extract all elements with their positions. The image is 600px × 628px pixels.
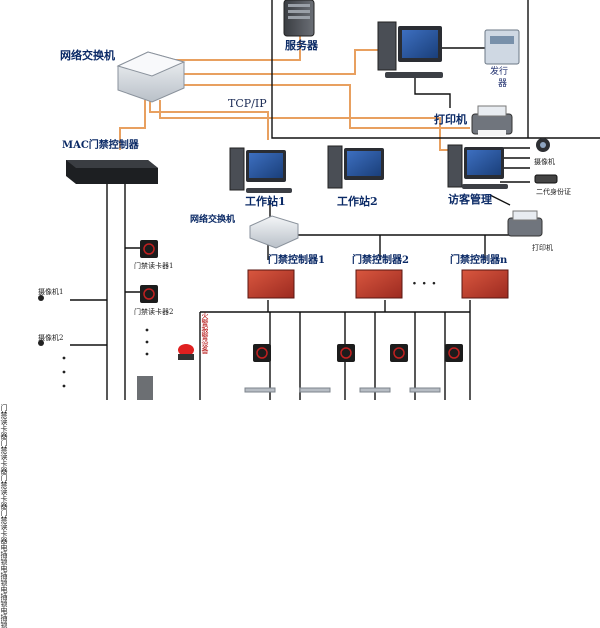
workstation2-pc bbox=[327, 145, 384, 189]
printer-right-device bbox=[507, 210, 543, 237]
controller-boards bbox=[247, 269, 509, 299]
link-pc-printer bbox=[414, 78, 451, 108]
issuer-label-a: 发行 bbox=[490, 67, 509, 77]
switch-top-label: 网络交换机 bbox=[60, 49, 115, 62]
door-ctrl-n-label: 门禁控制器n bbox=[450, 255, 508, 266]
link-switch-ws1 bbox=[149, 98, 269, 140]
lock-label-3: 电插锁 bbox=[0, 586, 8, 607]
top-pc bbox=[377, 21, 443, 78]
printer-top-device bbox=[471, 105, 513, 136]
id-reader-label: 二代身份证 bbox=[536, 188, 571, 196]
board-n bbox=[461, 269, 509, 299]
mac-controller-label: MAC门禁控制器 bbox=[62, 140, 139, 151]
controller-bus bbox=[267, 234, 520, 260]
fire-alarm-label: 火警报警设备 bbox=[201, 312, 209, 354]
reader-left-2 bbox=[140, 285, 158, 303]
link-switch-printer-top bbox=[168, 84, 470, 129]
ctrl-drops bbox=[267, 300, 471, 312]
workstation1-pc bbox=[229, 147, 292, 193]
camera-2-label: 摄像机2 bbox=[38, 334, 64, 342]
reader-label-3: 门禁读卡器 bbox=[0, 474, 8, 509]
ellipsis-dots: · · · bbox=[412, 276, 437, 292]
board-1 bbox=[247, 269, 295, 299]
orange-links bbox=[119, 28, 470, 151]
issuer-device bbox=[484, 29, 520, 65]
visitor-pc bbox=[447, 144, 508, 189]
black-links bbox=[70, 0, 600, 400]
switch-mid-label: 网络交换机 bbox=[190, 215, 236, 225]
card-reader-1-label: 门禁读卡器1 bbox=[134, 262, 174, 270]
camera-1-label: 摄像机1 bbox=[38, 288, 64, 296]
reader-label-4: 门禁读卡器 bbox=[0, 509, 8, 544]
printer-top-label: 打印机 bbox=[434, 113, 467, 126]
frame-line bbox=[271, 0, 600, 139]
issuer-label-b: 器 bbox=[498, 79, 508, 89]
workstation2-label: 工作站2 bbox=[337, 195, 378, 208]
link-switch-mac bbox=[119, 100, 146, 150]
link-switch-visitor bbox=[159, 100, 455, 151]
camera-small-label: 摄像机 bbox=[534, 158, 555, 166]
camera-device bbox=[536, 138, 550, 152]
id-reader-device bbox=[534, 174, 558, 184]
door-ctrl-1-label: 门禁控制器1 bbox=[268, 255, 325, 266]
mid-switch bbox=[249, 215, 299, 249]
device-drops bbox=[199, 312, 471, 400]
reader-label-2: 门禁读卡器 bbox=[0, 439, 8, 474]
exit-button bbox=[137, 376, 153, 400]
workstation1-label: 工作站1 bbox=[245, 195, 286, 208]
lock-label-1: 电插锁 bbox=[0, 544, 8, 565]
bottom-locks bbox=[244, 387, 441, 393]
left-risers bbox=[106, 180, 126, 400]
server-label: 服务器 bbox=[285, 39, 318, 52]
link-switch-server bbox=[165, 28, 301, 61]
diagram-canvas bbox=[38, 0, 600, 400]
bottom-readers bbox=[253, 344, 463, 362]
top-switch bbox=[116, 51, 186, 103]
board-2 bbox=[355, 269, 403, 299]
mac-controller-box bbox=[66, 160, 158, 184]
server-tower bbox=[283, 0, 315, 37]
lock-label-2: 电插锁 bbox=[0, 565, 8, 586]
reader-left-1 bbox=[140, 240, 158, 258]
door-ctrl-2-label: 门禁控制器2 bbox=[352, 255, 409, 266]
left-devices bbox=[38, 240, 158, 400]
link-visitor-peripherals bbox=[500, 147, 530, 183]
reader-taps bbox=[125, 247, 140, 293]
link-visitor-printer bbox=[489, 194, 511, 206]
reader-label-1: 门禁读卡器 bbox=[0, 404, 8, 439]
fire-alarm-device bbox=[178, 344, 194, 360]
lock-label-4: 电插锁 bbox=[0, 607, 8, 628]
printer-right-label: 打印机 bbox=[532, 244, 553, 252]
link-switch-pc-top bbox=[170, 49, 378, 75]
visitor-mgmt-label: 访客管理 bbox=[448, 193, 492, 206]
camera-taps bbox=[70, 299, 107, 346]
card-reader-2-label: 门禁读卡器2 bbox=[134, 308, 174, 316]
tcpip-label: TCP/IP bbox=[228, 97, 267, 110]
